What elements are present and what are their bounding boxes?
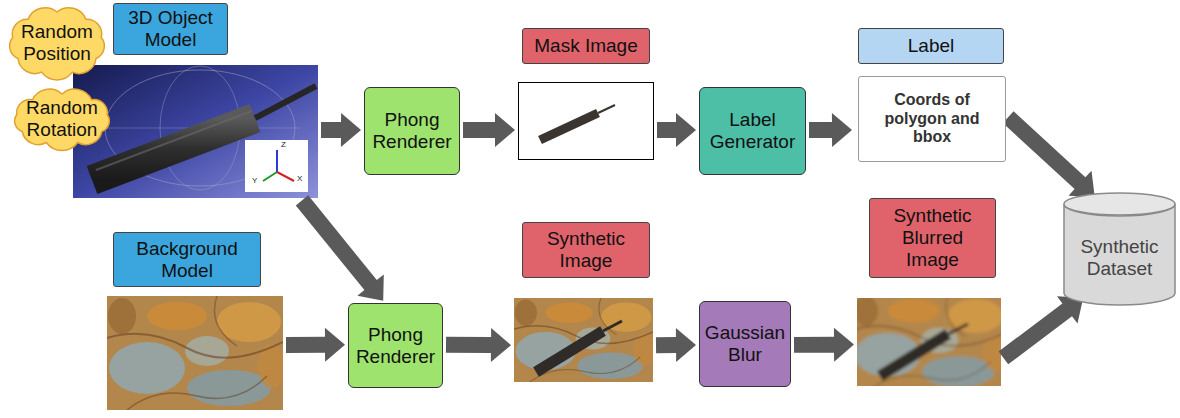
process-box: Phong Renderer: [348, 303, 443, 388]
model-render: [73, 65, 318, 198]
image-panel: Mask Image: [518, 28, 654, 160]
label-panel: LabelCoords of polygon and bbox: [855, 28, 1006, 162]
node-text: Background Model: [118, 238, 256, 282]
block-arrow: [446, 328, 511, 362]
process-box: Phong Renderer: [364, 87, 460, 175]
background-texture: [107, 296, 286, 410]
title-tab: Synthetic Blurred Image: [869, 198, 996, 278]
block-arrow: [286, 328, 345, 362]
node-text: Synthetic Dataset: [1070, 236, 1169, 280]
title-tab: Mask Image: [522, 28, 650, 64]
block-arrow: [656, 328, 696, 362]
image-panel: Synthetic Blurred Image: [857, 198, 1001, 386]
image-panel: Synthetic Image: [514, 222, 653, 382]
node-text: Coords of polygon and bbox: [876, 91, 988, 146]
block-arrow: [321, 113, 361, 147]
synthetic-image: [514, 298, 655, 382]
block-arrow: [463, 113, 515, 147]
node-text: Synthetic Blurred Image: [874, 205, 991, 271]
axis-label: X: [297, 175, 302, 183]
node-text: Synthetic Image: [527, 228, 645, 272]
node-text: 3D Object Model: [118, 7, 223, 51]
node-text: Phong Renderer: [369, 109, 455, 153]
node-text: Random Rotation: [19, 97, 105, 141]
cloud-outline: [15, 89, 110, 150]
block-arrow: [809, 113, 852, 147]
axis-label: Y: [252, 177, 257, 185]
node-text: Label: [908, 35, 955, 57]
cylinder-top: [1064, 193, 1175, 215]
label-body: Coords of polygon and bbox: [858, 76, 1006, 162]
process-box: Label Generator: [699, 87, 806, 175]
node-text: Label Generator: [704, 109, 801, 153]
model-panel: 3D Object Model: [73, 3, 318, 198]
param-cloud: Random Position: [2, 2, 112, 84]
blurred-image: [857, 298, 1001, 386]
title-tab: Synthetic Image: [522, 222, 650, 278]
process-box: Gaussian Blur: [699, 301, 791, 387]
title-tab: 3D Object Model: [113, 3, 228, 55]
block-arrow: [999, 296, 1084, 364]
model-panel: Background Model: [107, 232, 283, 410]
cylinder-body: [1064, 204, 1175, 305]
block-arrow: [1003, 111, 1095, 197]
cloud-outline: [10, 8, 105, 80]
title-tab: Label: [858, 28, 1004, 64]
node-text: Random Position: [15, 21, 99, 65]
block-arrow: [657, 113, 696, 147]
block-arrow: [296, 195, 384, 300]
node-text: Phong Renderer: [353, 324, 438, 368]
axis-label: Z: [281, 141, 286, 149]
node-text: Mask Image: [534, 35, 637, 57]
dataset-cylinder: Synthetic Dataset: [1063, 192, 1176, 305]
block-arrow: [794, 328, 854, 362]
param-cloud: Random Rotation: [6, 84, 118, 154]
mask-image: [519, 83, 654, 160]
node-text: Gaussian Blur: [704, 322, 786, 366]
title-tab: Background Model: [113, 232, 261, 287]
